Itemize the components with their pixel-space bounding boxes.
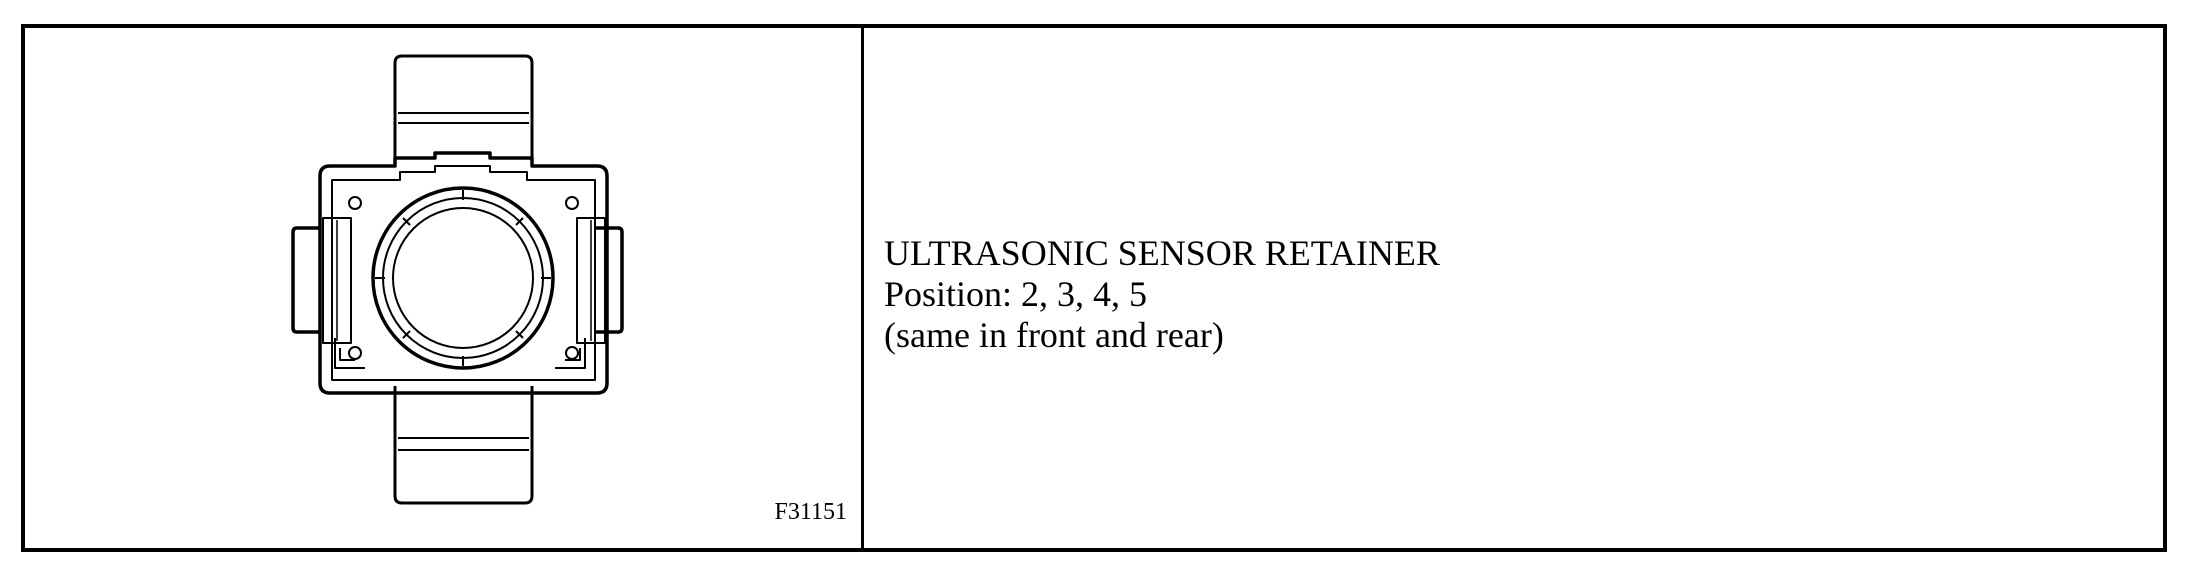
- description-text: ULTRASONIC SENSOR RETAINER Position: 2, …: [884, 233, 1440, 356]
- note-line: (same in front and rear): [884, 315, 1224, 355]
- figure-cell: F31151: [25, 28, 864, 548]
- sensor-retainer-drawing: [291, 54, 624, 505]
- position-line: Position: 2, 3, 4, 5: [884, 274, 1148, 314]
- description-cell: ULTRASONIC SENSOR RETAINER Position: 2, …: [864, 28, 2163, 548]
- part-title: ULTRASONIC SENSOR RETAINER: [884, 233, 1440, 273]
- table-frame: F31151 ULTRASONIC SENSOR RETAINER Positi…: [21, 24, 2167, 552]
- figure-code: F31151: [774, 499, 847, 525]
